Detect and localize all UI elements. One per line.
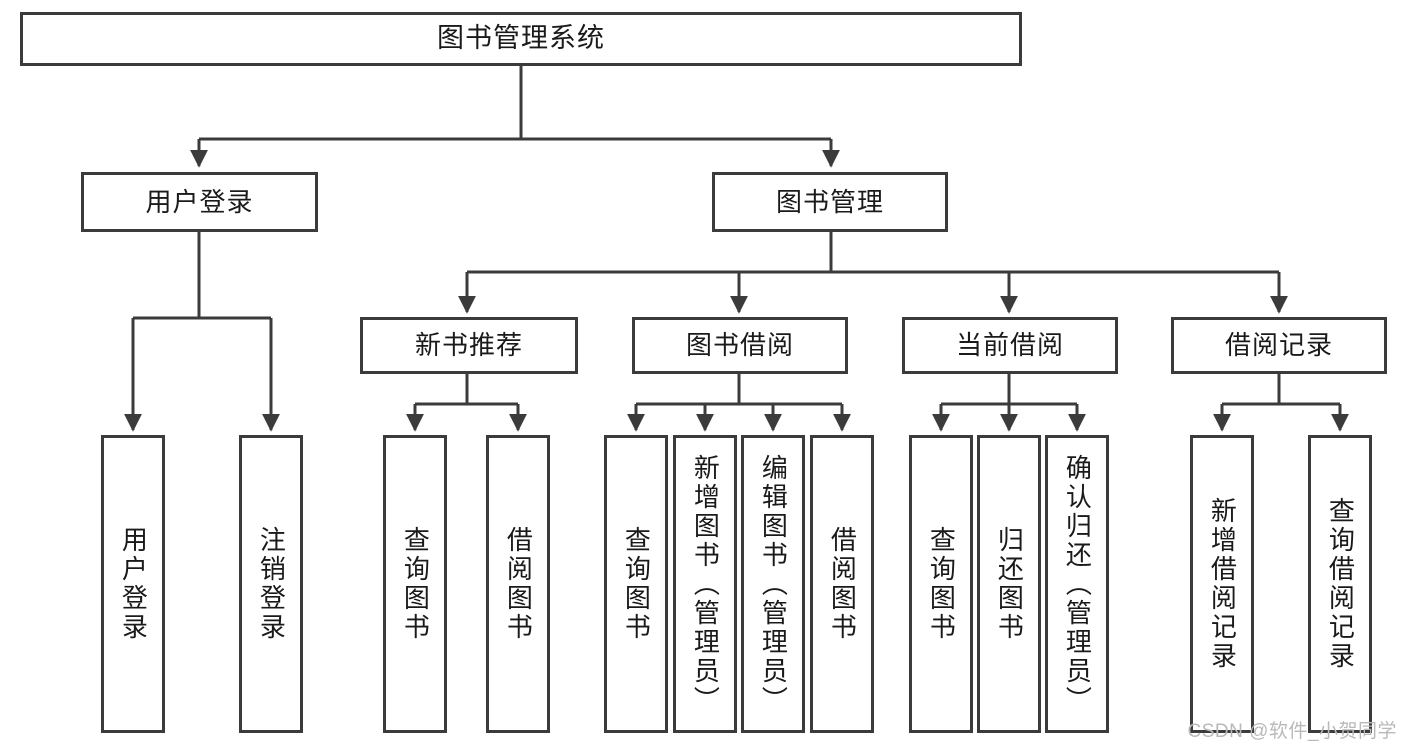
node-book-borrow[interactable]: 图书借阅 [632,317,848,374]
node-new-book-recommend[interactable]: 新书推荐 [360,317,578,374]
node-label: 编辑图书（管理员） [758,453,789,715]
node-label: 新增借阅记录 [1207,497,1238,671]
node-label: 注销登录 [256,526,287,642]
node-label: 查询借阅记录 [1325,497,1356,671]
node-leaf-query-record[interactable]: 查询借阅记录 [1308,435,1372,733]
node-label: 借阅记录 [1224,330,1333,361]
node-label: 当前借阅 [955,330,1064,361]
node-label: 查询图书 [400,526,431,642]
csdn-watermark: CSDN @软件_小贺同学 [1187,721,1397,742]
node-book-management[interactable]: 图书管理 [712,172,948,232]
node-label: 借阅图书 [503,526,534,642]
node-leaf-query-book-2[interactable]: 查询图书 [604,435,668,733]
node-leaf-query-book-1[interactable]: 查询图书 [383,435,447,733]
node-label: 图书管理 [775,186,884,217]
node-leaf-add-book[interactable]: 新增图书（管理员） [673,435,737,733]
node-current-borrow[interactable]: 当前借阅 [902,317,1118,374]
node-label: 确认归还（管理员） [1062,453,1093,715]
node-leaf-add-record[interactable]: 新增借阅记录 [1190,435,1254,733]
node-leaf-return-book[interactable]: 归还图书 [977,435,1041,733]
node-label: 查询图书 [621,526,652,642]
node-leaf-borrow-book-1[interactable]: 借阅图书 [486,435,550,733]
node-label: 归还图书 [994,526,1025,642]
node-leaf-edit-book[interactable]: 编辑图书（管理员） [741,435,805,733]
node-label: 用户登录 [118,526,149,642]
node-label: 借阅图书 [827,526,858,642]
node-user-login[interactable]: 用户登录 [81,172,318,232]
node-leaf-query-book-3[interactable]: 查询图书 [909,435,973,733]
node-book-management-system[interactable]: 图书管理系统 [20,12,1022,66]
node-leaf-logout-login[interactable]: 注销登录 [239,435,303,733]
node-label: 图书借阅 [685,330,794,361]
node-label: 图书管理系统 [437,23,605,54]
node-leaf-borrow-book-2[interactable]: 借阅图书 [810,435,874,733]
node-leaf-confirm-return[interactable]: 确认归还（管理员） [1045,435,1109,733]
node-label: 查询图书 [926,526,957,642]
node-label: 新书推荐 [414,330,523,361]
node-label: 新增图书（管理员） [690,453,721,715]
node-borrow-record[interactable]: 借阅记录 [1171,317,1387,374]
node-label: 用户登录 [145,186,254,217]
node-leaf-user-login[interactable]: 用户登录 [101,435,165,733]
